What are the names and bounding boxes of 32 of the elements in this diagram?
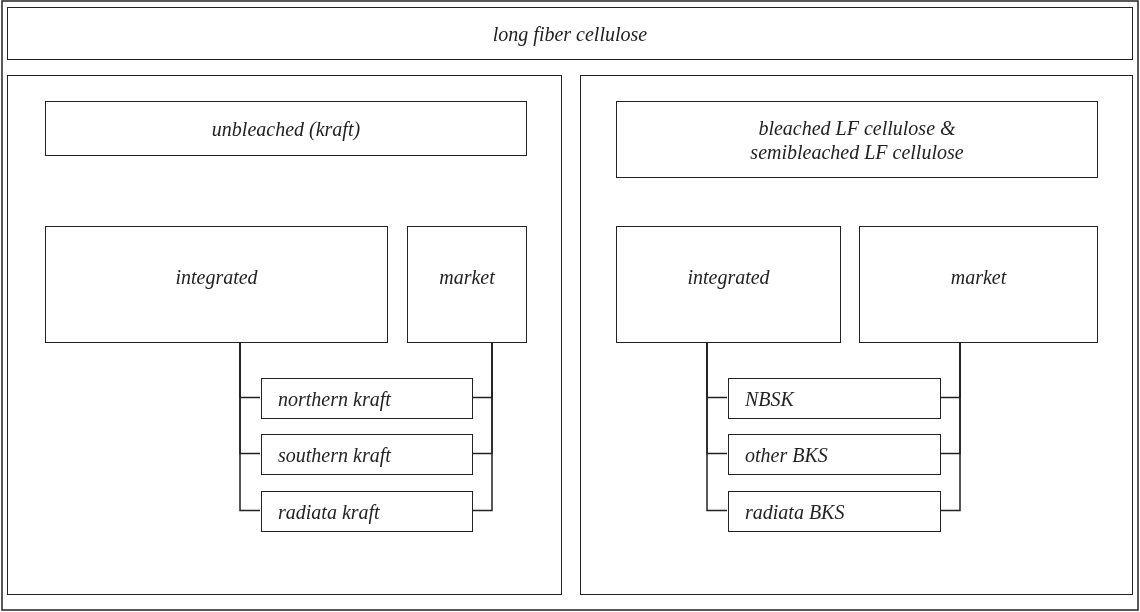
label-box (261, 378, 473, 419)
box-label: radiata BKS (745, 499, 845, 524)
label-box (7, 7, 1133, 60)
box-label: other BKS (745, 442, 828, 467)
label-box (859, 226, 1098, 343)
box-label: bleached LF cellulose & semibleached LF cellulose (749, 115, 965, 164)
label-box (728, 491, 941, 532)
box-label: southern kraft (278, 442, 391, 467)
box-label: market (439, 265, 495, 289)
label-box (616, 101, 1098, 178)
panel (580, 75, 1133, 595)
label-box (45, 101, 527, 156)
label-box (728, 434, 941, 475)
label-box (728, 378, 941, 419)
box-label: long fiber cellulose (492, 21, 648, 46)
connector-line (471, 341, 493, 512)
label-box (45, 226, 388, 343)
label-box (616, 226, 841, 343)
box-label: integrated (175, 265, 258, 289)
box-label: integrated (687, 265, 770, 289)
box-label: market (950, 265, 1007, 289)
box-label: radiata kraft (278, 499, 380, 524)
box-label: NBSK (745, 386, 794, 411)
connector-line (706, 341, 728, 512)
box-label: northern kraft (278, 386, 391, 411)
label-box (261, 491, 473, 532)
connector-line (939, 341, 961, 512)
connector-line (239, 341, 261, 512)
label-box (407, 226, 527, 343)
box-label: unbleached (kraft) (211, 116, 361, 141)
label-box (261, 434, 473, 475)
panel (7, 75, 562, 595)
